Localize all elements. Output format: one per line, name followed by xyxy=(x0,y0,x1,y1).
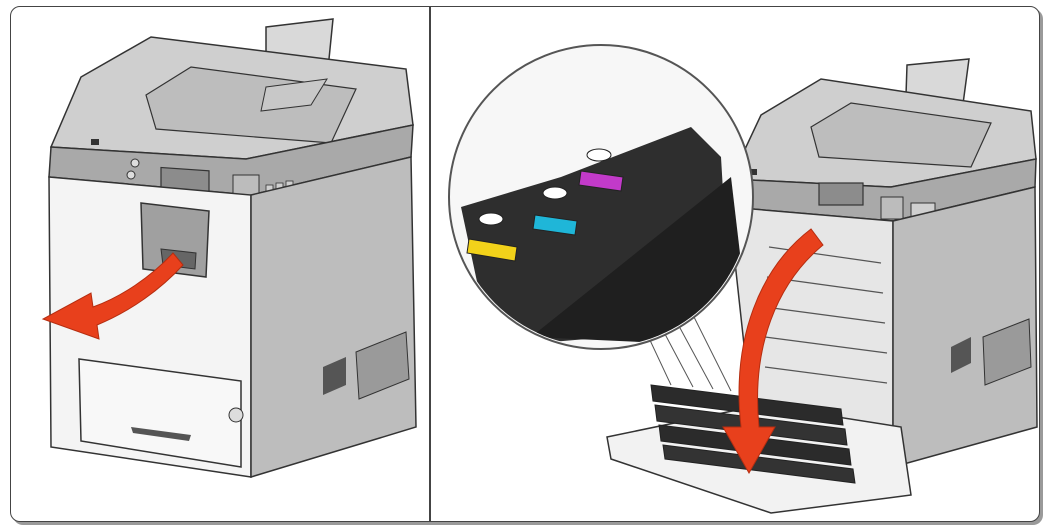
cartridge-cyan-icon xyxy=(532,214,578,236)
panel-step-2 xyxy=(431,7,1039,521)
figure-frame xyxy=(10,6,1040,522)
vent-icon xyxy=(323,357,346,395)
paper-stop-base xyxy=(260,78,328,112)
magnified-callout xyxy=(448,44,754,350)
printer-side xyxy=(250,156,417,479)
printer-side xyxy=(892,186,1038,468)
display-icon xyxy=(818,182,864,206)
tray-handle xyxy=(131,427,191,441)
printer-closed-illustration xyxy=(41,18,417,479)
logo-mark xyxy=(749,169,757,175)
button-icon xyxy=(130,158,140,168)
button-icon xyxy=(126,170,136,180)
output-tray xyxy=(810,102,992,168)
tray-indicator-icon xyxy=(228,407,244,423)
lower-door-arrow-icon xyxy=(722,228,824,475)
latch-icon xyxy=(542,186,568,200)
latch-icon xyxy=(478,212,504,226)
printer-open-illustration xyxy=(448,44,1038,514)
latch-icon xyxy=(586,148,612,162)
cartridge-yellow-icon xyxy=(466,238,518,262)
door-panel xyxy=(531,177,751,347)
logo-mark xyxy=(91,139,99,145)
panel-divider xyxy=(429,7,431,521)
side-panel xyxy=(982,318,1032,386)
cartridge-magenta-icon xyxy=(578,170,624,192)
side-panel xyxy=(355,331,410,400)
paper-tray xyxy=(78,358,242,468)
pull-arrow-icon xyxy=(41,252,184,340)
vent-icon xyxy=(951,337,971,373)
nav-pad-icon xyxy=(880,196,904,220)
panel-step-1 xyxy=(11,7,429,521)
